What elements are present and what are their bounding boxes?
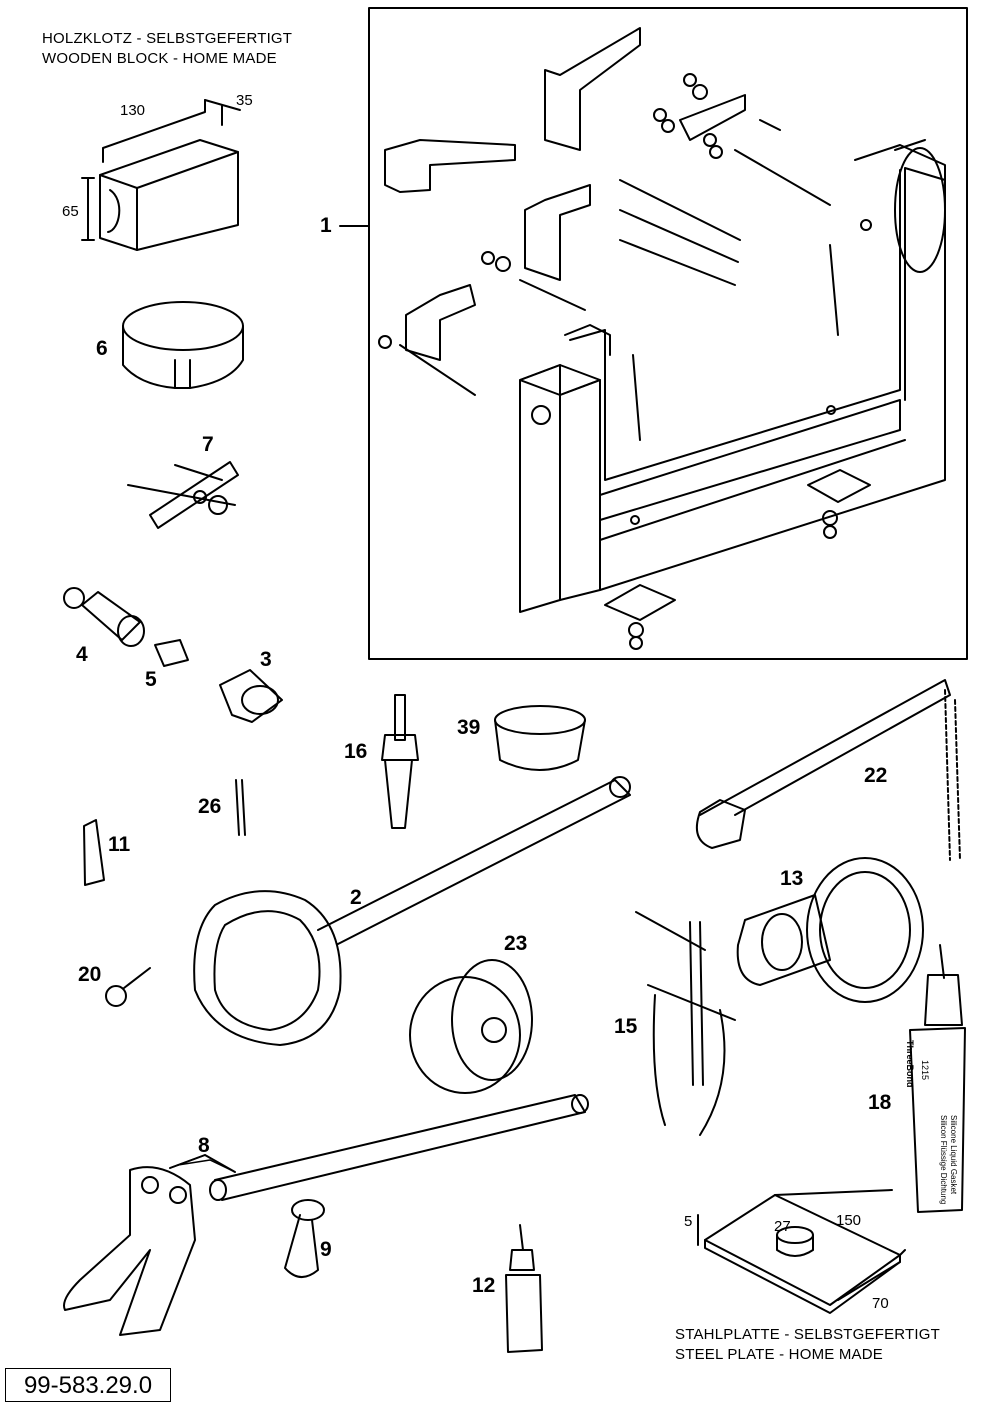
sealant-tube xyxy=(909,944,966,1213)
holding-pin xyxy=(284,1199,325,1278)
callout-22: 22 xyxy=(864,764,888,787)
wooden-block xyxy=(81,99,241,251)
screw xyxy=(105,967,151,1007)
slide-hammer xyxy=(381,694,419,829)
bearing-puller xyxy=(635,911,736,1136)
plate-width-dim: 70 xyxy=(872,1295,889,1312)
plate-length-dim: 150 xyxy=(836,1212,862,1229)
clutch-holder xyxy=(193,776,631,1046)
callout-6: 6 xyxy=(96,337,108,360)
plate-thickness-dim: 5 xyxy=(684,1213,693,1230)
plate-hole-dim: 27 xyxy=(774,1218,791,1235)
tube-brand-label: ThreeBond xyxy=(905,1040,915,1088)
callout-8: 8 xyxy=(198,1134,210,1157)
callout-12: 12 xyxy=(472,1274,496,1297)
callout-18: 18 xyxy=(868,1091,892,1114)
callout-2: 2 xyxy=(350,886,362,909)
pin xyxy=(235,779,246,836)
callout-leaders xyxy=(169,1154,236,1173)
callout-13: 13 xyxy=(780,867,804,890)
callout-26: 26 xyxy=(198,795,222,818)
callout-15: 15 xyxy=(614,1015,638,1038)
steel-plate-caption-de: STAHLPLATTE - SELBSTGEFERTIGT xyxy=(675,1326,941,1343)
wooden-block-caption-en: WOODEN BLOCK - HOME MADE xyxy=(42,50,277,67)
callout-9: 9 xyxy=(320,1238,332,1261)
callout-1: 1 xyxy=(320,214,332,237)
steel-plate-caption-en: STEEL PLATE - HOME MADE xyxy=(675,1346,883,1363)
callout-39: 39 xyxy=(457,716,481,739)
block-depth-dim: 35 xyxy=(236,92,253,109)
cup-tool xyxy=(494,705,586,771)
sleeve-tool xyxy=(83,819,105,886)
steel-plate xyxy=(697,1189,906,1314)
holding-disc xyxy=(409,959,533,1094)
callout-11: 11 xyxy=(108,833,131,856)
sprocket-holder xyxy=(736,857,924,1003)
document-number: 99-583.29.0 xyxy=(5,1368,171,1402)
tube-code-label: 1215 xyxy=(920,1060,930,1081)
tube-line2-label: Silicon Flüssige Dichtung xyxy=(939,1115,948,1205)
block-height-dim: 65 xyxy=(62,203,79,220)
tube-line1-label: Silicone Liquid Gasket xyxy=(949,1115,958,1195)
callout-3: 3 xyxy=(260,648,272,671)
adapters xyxy=(63,587,283,723)
ring-tool xyxy=(122,301,244,389)
callout-23: 23 xyxy=(504,932,528,955)
puller-plate xyxy=(127,461,239,529)
chain-wrench xyxy=(696,679,961,861)
callout-7: 7 xyxy=(202,433,214,456)
lever-tool xyxy=(63,1094,589,1336)
wooden-block-caption-de: HOLZKLOTZ - SELBSTGEFERTIGT xyxy=(42,30,293,47)
callout-16: 16 xyxy=(344,740,368,763)
block-length-dim: 130 xyxy=(120,102,146,119)
thread-locker xyxy=(505,1224,543,1353)
callout-4: 4 xyxy=(76,643,88,666)
callout-5: 5 xyxy=(145,668,157,691)
engine-stand-assembly xyxy=(339,7,968,660)
callout-20: 20 xyxy=(78,963,102,986)
assembly-frame-box xyxy=(368,7,968,660)
